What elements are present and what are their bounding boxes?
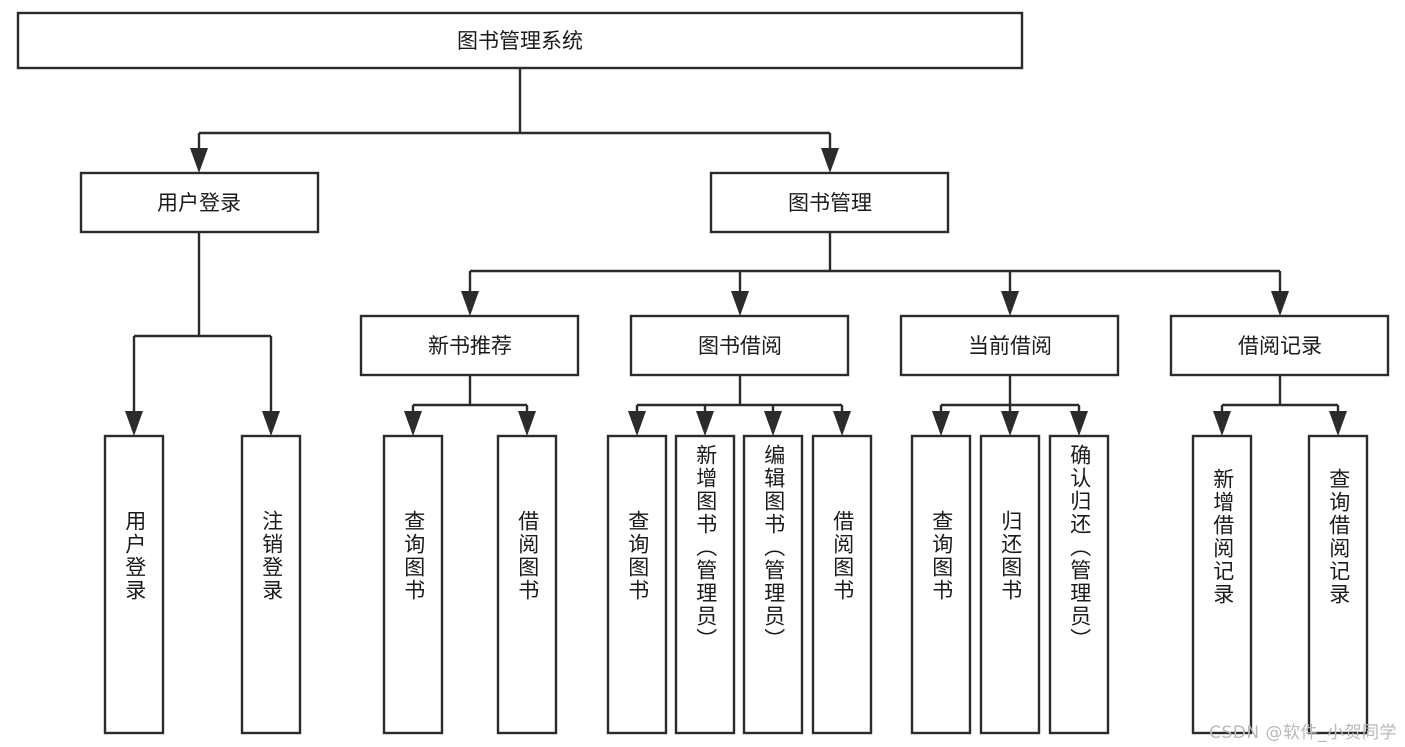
node-user-login-label: 用户登录 <box>157 191 241 215</box>
connector-group-records <box>1213 375 1347 436</box>
connector-group-current-borrow <box>932 375 1088 436</box>
arrow-head-icon <box>125 411 143 436</box>
watermark-text: CSDN @软件_小贺同学 <box>1209 723 1397 743</box>
arrow-head-icon <box>764 411 782 436</box>
node-book-management-box[interactable] <box>709 171 950 234</box>
node-new-book-recommend-label: 新书推荐 <box>428 334 512 358</box>
arrow-head-icon <box>833 411 851 436</box>
node-borrow-records-box[interactable] <box>1169 314 1390 377</box>
arrow-head-icon <box>628 411 646 436</box>
node-new-book-recommend[interactable]: 新书推荐 <box>359 314 580 377</box>
node-book-borrow-label: 图书借阅 <box>698 334 782 358</box>
node-book-borrow-box[interactable] <box>629 314 850 377</box>
leaf-box-add-borrow-record[interactable] <box>1191 434 1253 735</box>
connector-group-user-login <box>125 232 280 436</box>
leaf-box-add-book-admin[interactable] <box>674 434 736 735</box>
connector-group-root <box>190 68 839 173</box>
arrow-head-icon <box>1213 411 1231 436</box>
arrow-head-icon <box>1070 411 1088 436</box>
leaf-box-confirm-return-admin[interactable] <box>1048 434 1110 735</box>
leaf-box-query-borrow-record[interactable] <box>1307 434 1369 735</box>
node-book-borrow[interactable]: 图书借阅 <box>629 314 850 377</box>
leaf-box-logout[interactable] <box>240 434 302 735</box>
arrow-head-icon <box>1001 291 1019 316</box>
node-book-management-label: 图书管理 <box>788 191 872 215</box>
node-book-management[interactable]: 图书管理 <box>709 171 950 234</box>
node-new-book-recommend-box[interactable] <box>359 314 580 377</box>
arrow-head-icon <box>518 411 536 436</box>
node-root-box[interactable] <box>16 11 1024 70</box>
arrow-head-icon <box>821 148 839 173</box>
arrow-head-icon <box>731 291 749 316</box>
leaf-box-borrow-books-2[interactable] <box>811 434 873 735</box>
leaf-box-query-books-1[interactable] <box>382 434 444 735</box>
node-current-borrow[interactable]: 当前借阅 <box>899 314 1120 377</box>
node-root[interactable]: 图书管理系统 <box>16 11 1024 70</box>
arrow-head-icon <box>1001 411 1019 436</box>
node-current-borrow-box[interactable] <box>899 314 1120 377</box>
node-borrow-records-label: 借阅记录 <box>1238 334 1322 358</box>
leaf-box-borrow-books-1[interactable] <box>496 434 558 735</box>
arrow-head-icon <box>190 148 208 173</box>
connector-group-book-mgmt <box>461 232 1289 316</box>
arrow-head-icon <box>461 291 479 316</box>
leaf-box-query-books-2[interactable] <box>606 434 668 735</box>
connector-group-borrow <box>628 375 851 436</box>
leaf-box-return-books[interactable] <box>979 434 1041 735</box>
node-borrow-records[interactable]: 借阅记录 <box>1169 314 1390 377</box>
arrow-head-icon <box>262 411 280 436</box>
arrow-head-icon <box>1271 291 1289 316</box>
arrow-head-icon <box>932 411 950 436</box>
connector-group-new-books <box>404 375 536 436</box>
node-user-login[interactable]: 用户登录 <box>79 171 320 234</box>
leaf-box-edit-book-admin[interactable] <box>742 434 804 735</box>
node-current-borrow-label: 当前借阅 <box>968 334 1052 358</box>
leaf-box-user-login[interactable] <box>103 434 165 735</box>
leaf-box-query-books-3[interactable] <box>910 434 972 735</box>
node-root-label: 图书管理系统 <box>457 29 583 53</box>
node-user-login-box[interactable] <box>79 171 320 234</box>
arrow-head-icon <box>1329 411 1347 436</box>
arrow-head-icon <box>404 411 422 436</box>
arrow-head-icon <box>696 411 714 436</box>
